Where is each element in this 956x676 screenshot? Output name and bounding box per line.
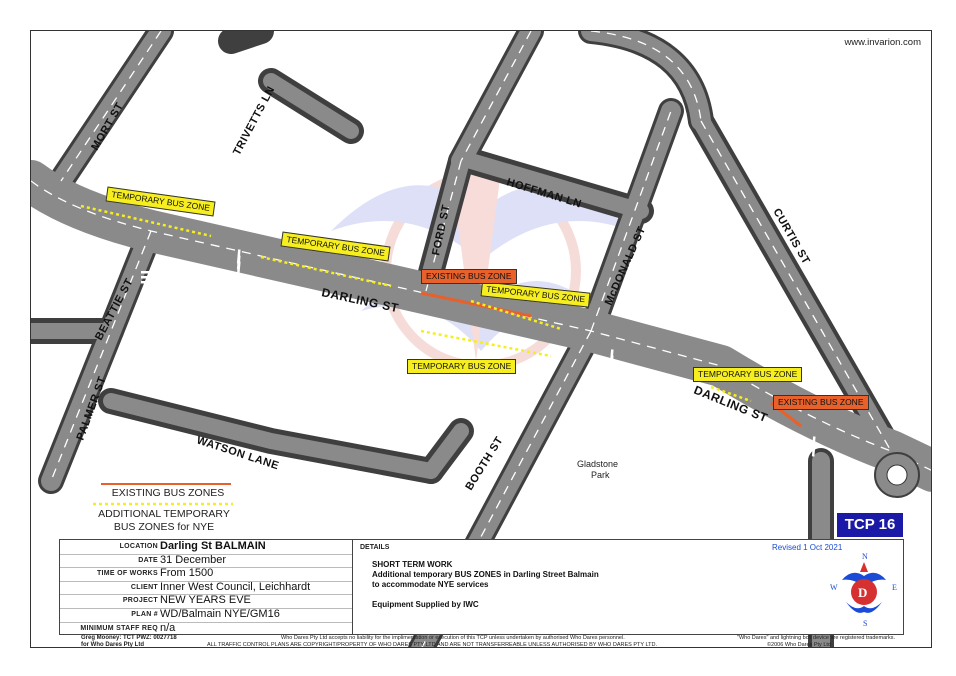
info-row: MINIMUM STAFF REQ n/a [60,622,352,636]
svg-text:D: D [858,585,867,600]
temporary-bus-zone-lines [80,204,752,403]
details-line: SHORT TERM WORK [372,560,453,569]
road-map: MORT ST TRIVETTS LN FORD ST HOFFMAN LN M… [31,31,931,647]
legend-existing-label: EXISTING BUS ZONES [111,487,225,499]
legend-temporary-swatch [93,502,233,506]
info-key: CLIENT [130,583,158,591]
info-value: n/a [160,621,176,634]
park-label-line-1: Gladstone [577,459,618,469]
info-key: MINIMUM STAFF REQ [80,624,158,632]
info-row: TIME OF WORKS From 1500 [60,567,352,582]
compass-e: E [892,583,897,592]
plan-id-badge: TCP 16 [837,513,903,537]
legend-existing-swatch [101,483,231,485]
pedestrian-crossings [141,249,816,457]
disclaimer-line-2: ALL TRAFFIC CONTROL PLANS ARE COPYRIGHT/… [207,642,657,648]
info-value: From 1500 [160,567,214,580]
legend-additional-label-2: BUS ZONES for NYE [113,521,215,533]
details-line: Additional temporary BUS ZONES in Darlin… [372,570,599,579]
legend-additional-label-1: ADDITIONAL TEMPORARY [98,508,230,520]
trademark-line: "Who Dares" and lightning bolt device ar… [737,635,895,641]
compass-logo: N W E S D [830,552,897,628]
info-value: WD/Balmain NYE/GM16 [160,608,280,620]
info-value: NEW YEARS EVE [160,594,251,607]
lane-markings [31,31,931,647]
temporary-bus-zone-tag: TEMPORARY BUS ZONE [693,367,803,382]
info-value: Inner West Council, Leichhardt [160,580,311,593]
info-row: PLAN # WD/Balmain NYE/GM16 [60,608,352,623]
info-value: Darling St BALMAIN [160,540,266,552]
revision-date: Revised 1 Oct 2021 [772,543,843,552]
existing-bus-zone-tag: EXISTING BUS ZONE [773,395,869,410]
disclaimer-line-1: Who Dares Pty Ltd accepts no liability f… [281,635,625,641]
info-key: LOCATION [119,543,158,550]
details-title: DETAILS [360,544,390,551]
info-row: PROJECT NEW YEARS EVE [60,594,352,609]
author-line-2: for Who Dares Pty Ltd [81,642,145,648]
info-row: LOCATION Darling St BALMAIN [60,540,352,555]
info-row: DATE 31 December [60,554,352,569]
info-key: DATE [138,556,158,564]
info-table: LOCATION Darling St BALMAIN DATE 31 Dece… [59,539,904,635]
info-row: CLIENT Inner West Council, Leichhardt [60,581,352,596]
street-label-trivetts: TRIVETTS LN [231,84,277,157]
info-value: 31 December [160,553,227,566]
website-url: www.invarion.com [844,37,921,48]
details-line: to accommodate NYE services [372,580,489,589]
info-key: PROJECT [122,597,158,605]
existing-bus-zone-tag: EXISTING BUS ZONE [421,269,517,284]
compass-w: W [830,583,838,592]
author-line-1: Greg Mooney: TCT PWZ: 0027718 [81,635,177,641]
roundabout-island [886,464,908,486]
info-divider [352,540,353,634]
compass-n: N [862,552,868,561]
compass-s: S [863,619,867,628]
map-frame: MORT ST TRIVETTS LN FORD ST HOFFMAN LN M… [30,30,932,648]
details-line: Equipment Supplied by IWC [372,600,479,609]
info-key: PLAN # [131,611,158,618]
temporary-bus-zone-tag: TEMPORARY BUS ZONE [407,359,517,374]
info-key: TIME OF WORKS [96,570,158,578]
park-label-line-2: Park [591,470,610,480]
copyright-line: ©2006 Who Dares Pty Ltd [767,642,831,648]
